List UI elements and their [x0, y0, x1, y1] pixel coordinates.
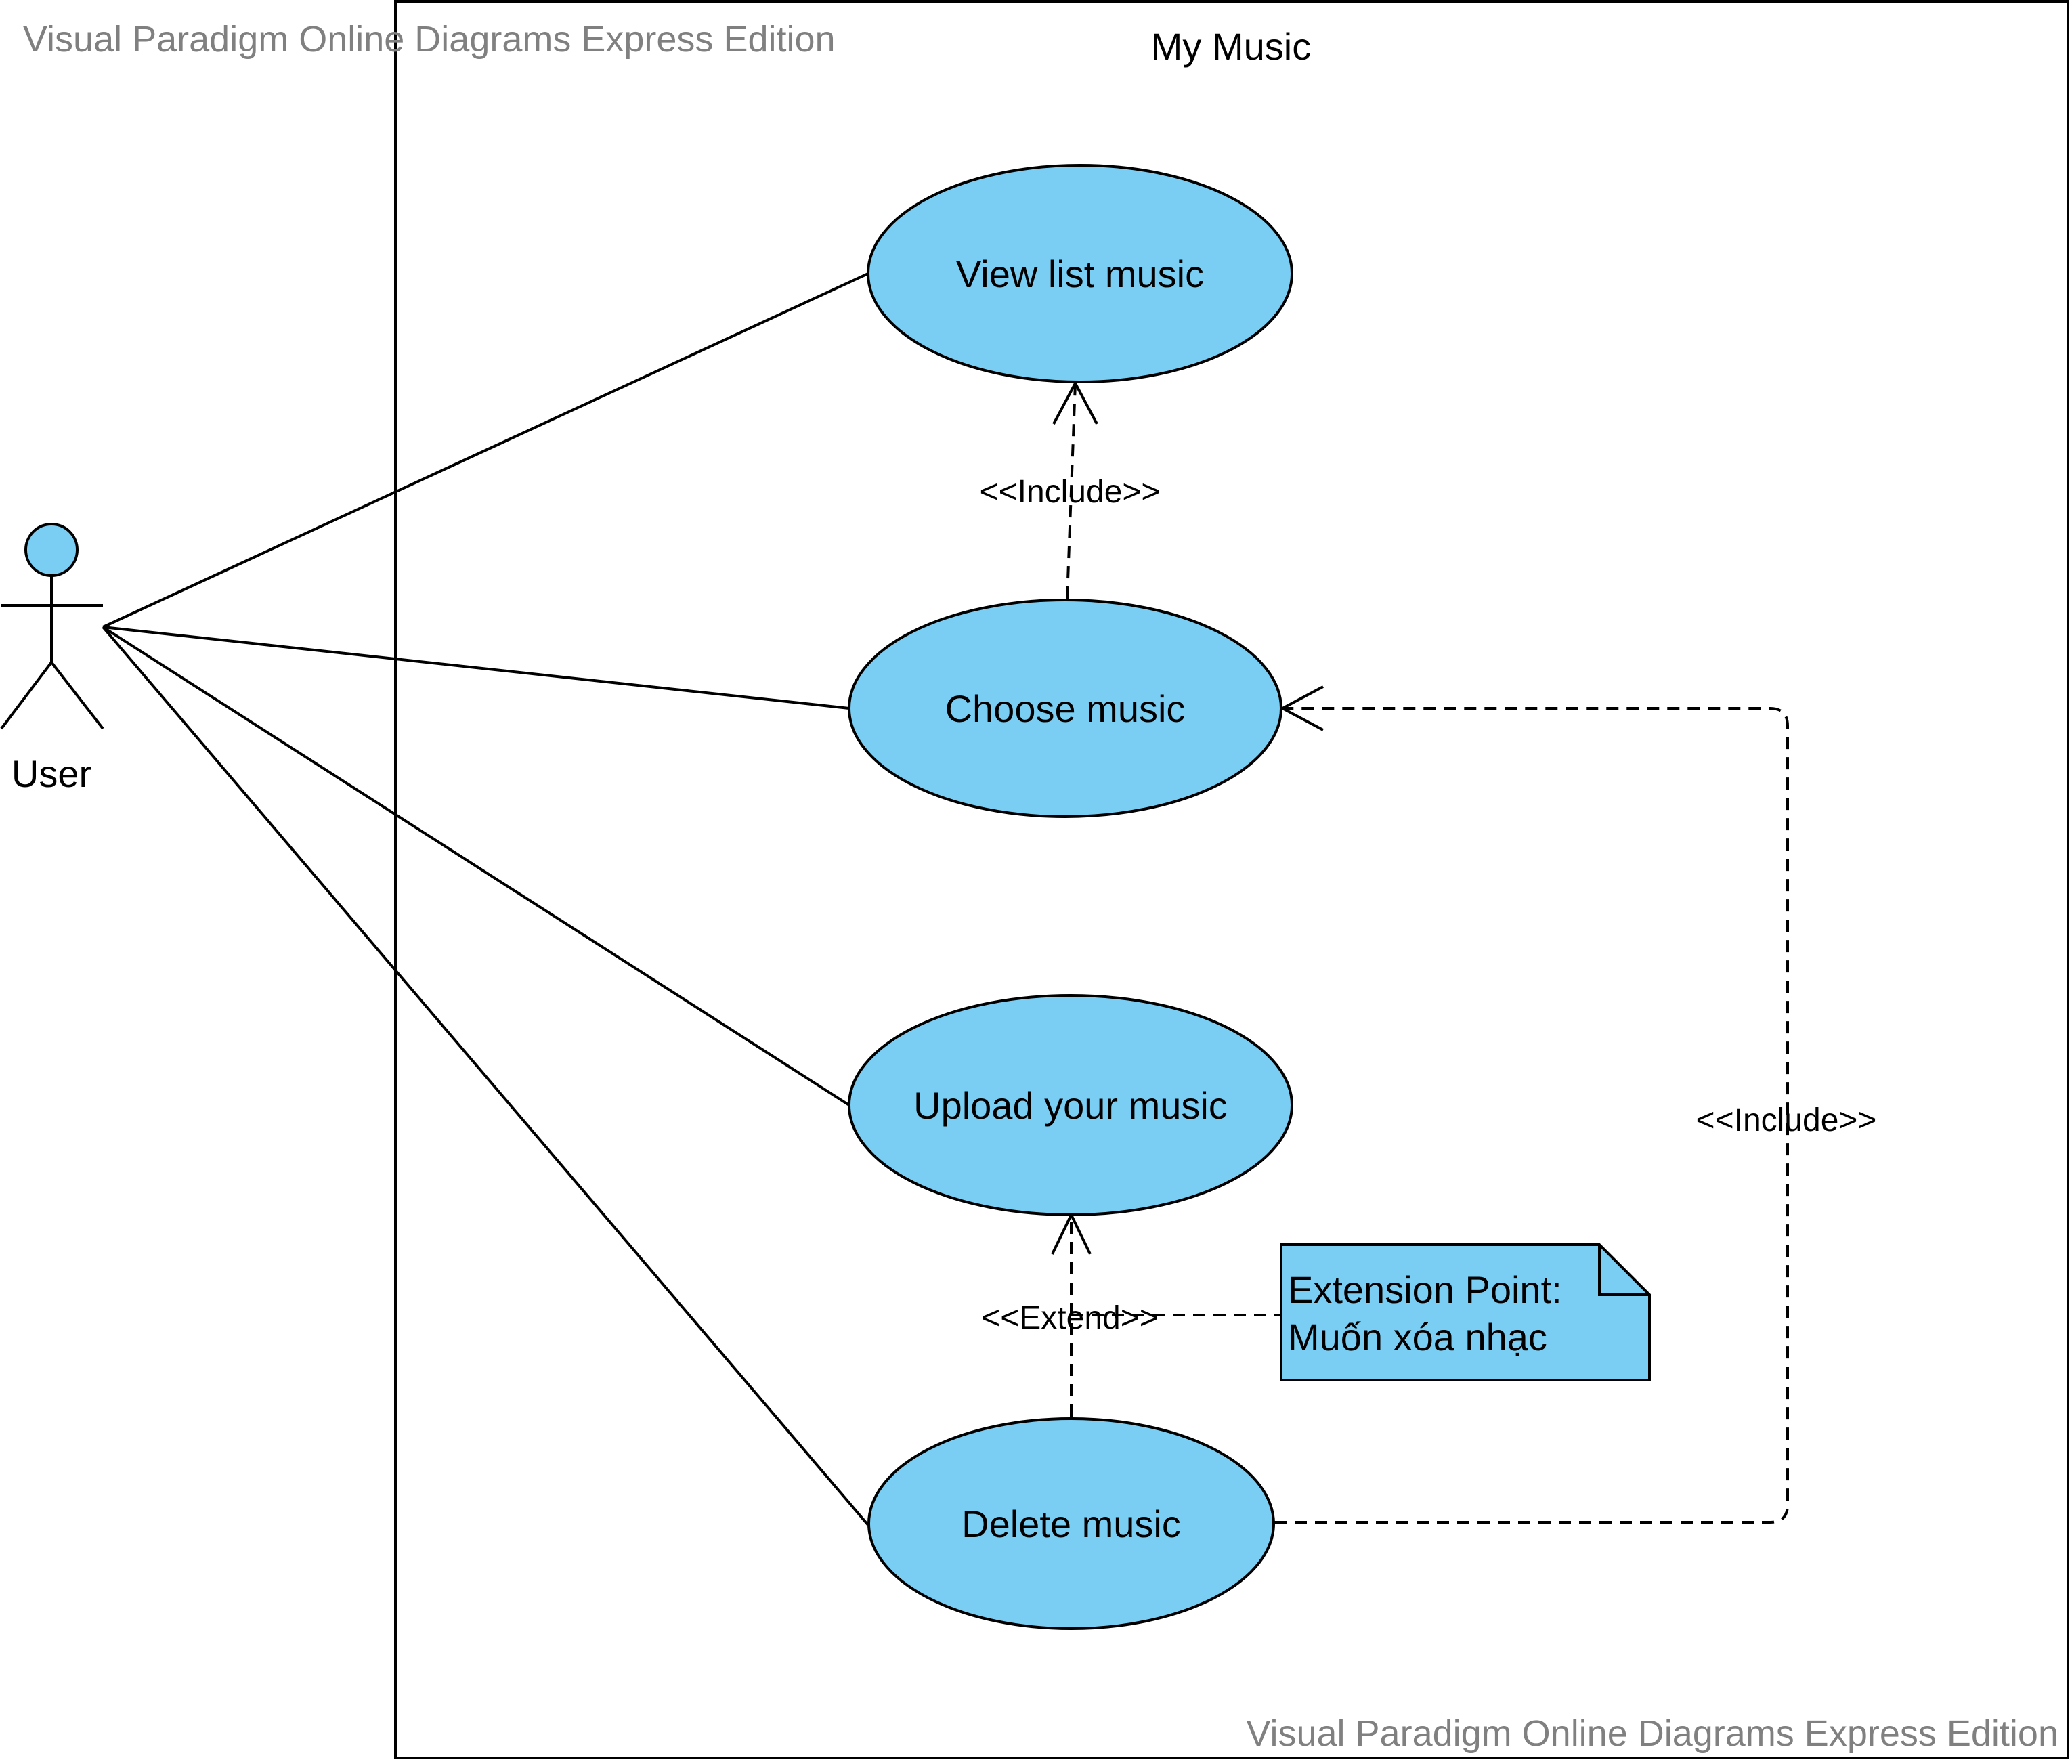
system-boundary [394, 0, 2069, 1759]
stick-figure-icon [0, 523, 104, 730]
use-case-label: View list music [956, 253, 1204, 295]
use-case-label: Delete music [962, 1503, 1181, 1545]
extension-point-note[interactable]: Extension Point: Muốn xóa nhạc [1280, 1243, 1651, 1381]
association-delete [102, 626, 869, 1526]
actor-label: User [12, 752, 91, 795]
use-case-view-list-music[interactable]: View list music [867, 164, 1293, 383]
association-upload [102, 626, 850, 1106]
association-view [102, 272, 869, 628]
use-case-upload-your-music[interactable]: Upload your music [848, 994, 1293, 1216]
use-case-label: Upload your music [913, 1084, 1228, 1127]
actor-user[interactable]: User [0, 523, 104, 795]
note-line-2: Muốn xóa nhạc [1288, 1316, 1547, 1358]
watermark-top: Visual Paradigm Online Diagrams Express … [23, 19, 836, 60]
include-label-view: <<Include>> [980, 474, 1161, 510]
use-case-delete-music[interactable]: Delete music [867, 1417, 1275, 1630]
include-choose-view [1052, 380, 1098, 599]
associations [102, 272, 869, 1526]
watermark-bottom: Visual Paradigm Online Diagrams Express … [1246, 1713, 2058, 1754]
use-case-label: Choose music [945, 687, 1186, 730]
system-title: My Music [1151, 25, 1311, 68]
note-line-1: Extension Point: [1288, 1268, 1562, 1311]
include-label-choose: <<Include>> [1696, 1102, 1877, 1138]
use-case-choose-music[interactable]: Choose music [848, 599, 1282, 818]
association-choose [102, 626, 850, 710]
extend-label-upload: <<Extend>> [981, 1300, 1159, 1336]
